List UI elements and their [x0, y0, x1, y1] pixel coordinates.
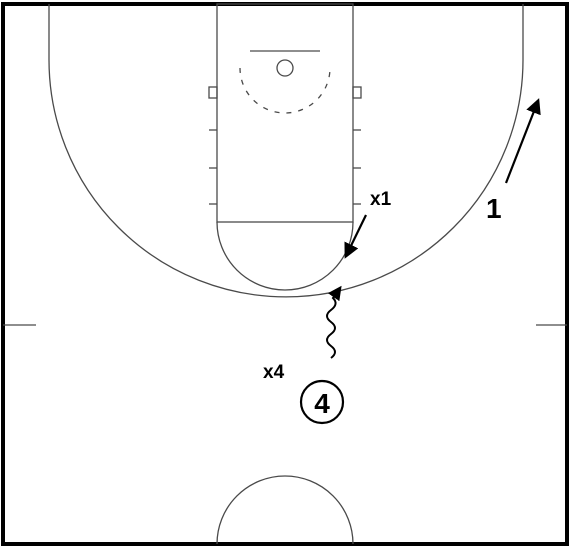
- player-4-circle: [299, 379, 345, 425]
- free-throw-lane: [216, 3, 354, 223]
- defender-x1-label: x1: [370, 189, 392, 210]
- defender-x4-label: x4: [263, 362, 285, 383]
- lane-hash-marks: [209, 129, 361, 205]
- three-point-line: [48, 4, 524, 298]
- player-1-label: 1: [486, 193, 502, 224]
- restricted-area-arc: [239, 67, 331, 114]
- defender-x1-arrow: [344, 214, 367, 259]
- rim: [276, 59, 294, 77]
- player-4-label: 4: [314, 388, 330, 419]
- lane-block-right: [352, 86, 362, 99]
- cut-arrow-player-1: [504, 98, 541, 184]
- dribble-arrow-player-4: [326, 285, 342, 359]
- center-circle: [216, 475, 354, 545]
- lane-block-left: [208, 86, 218, 99]
- free-throw-circle: [216, 221, 354, 291]
